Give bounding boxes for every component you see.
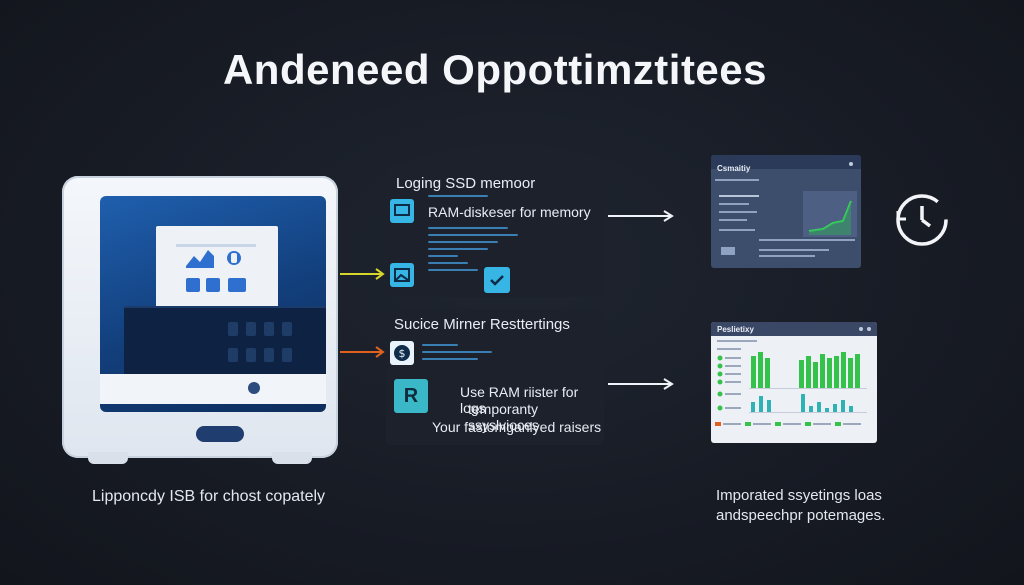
panel-title: Sucice Mirner Resttertings — [394, 316, 570, 333]
white-arrow-icon — [608, 378, 674, 390]
detail-lines — [428, 227, 518, 276]
main-title: Andeneed Oppottimztitees — [222, 46, 768, 93]
white-arrow-icon — [608, 210, 674, 222]
computer-screen — [100, 196, 326, 412]
server-rack — [124, 306, 326, 380]
screenshot-title: Csmaitiy — [717, 164, 751, 173]
screen-window — [156, 226, 278, 318]
panel-service-restart: Sucice Mirner Resttertings $ R Use RAM r… — [386, 309, 604, 445]
panel-line: Your fastomganlyed raisers — [432, 419, 602, 435]
drive-slot — [196, 426, 244, 442]
analytics-graphic — [715, 327, 871, 426]
svg-text:$: $ — [399, 347, 406, 360]
screenshot-dashboard: Csmaitiy — [711, 155, 861, 268]
screenshot-analytics: Peslietixy — [711, 322, 877, 443]
detail-lines — [422, 344, 502, 365]
checkmark-icon — [484, 267, 510, 293]
right-caption-line: Imporated ssyetings loas — [716, 487, 882, 504]
panel-line: Use RAM riister for logs — [460, 384, 579, 416]
r-app-icon: R — [394, 379, 428, 413]
orange-arrow-icon — [340, 346, 385, 358]
clock-refresh-icon — [896, 194, 948, 246]
right-caption: Imporated ssyetings loas andspeechpr pot… — [716, 486, 885, 526]
panel-subtitle: RAM-diskeser for memory — [428, 204, 591, 220]
panel-title: Loging SSD memoor — [396, 175, 536, 192]
power-indicator-icon — [248, 382, 260, 394]
image-icon — [390, 263, 414, 287]
dashboard-graphic — [715, 162, 857, 257]
panel-line: temporanty ssyslvioces — [468, 401, 539, 433]
computer-foot — [88, 452, 128, 464]
chart-icon — [176, 244, 256, 292]
computer-caption: Lipponcdy ISB for chost copately — [92, 488, 326, 505]
panel-ssd-memory: Loging SSD memoor RAM-diskeser for memor… — [386, 167, 604, 297]
right-caption-line: andspeechpr potemages. — [716, 507, 886, 524]
screenshot-title: Peslietixy — [717, 325, 754, 334]
computer-illustration — [62, 176, 338, 470]
monitor-icon — [390, 199, 414, 223]
dollar-icon: $ — [390, 341, 414, 365]
screen-bottom-bar — [100, 374, 326, 404]
computer-foot — [272, 452, 312, 464]
yellow-arrow-icon — [340, 268, 385, 280]
